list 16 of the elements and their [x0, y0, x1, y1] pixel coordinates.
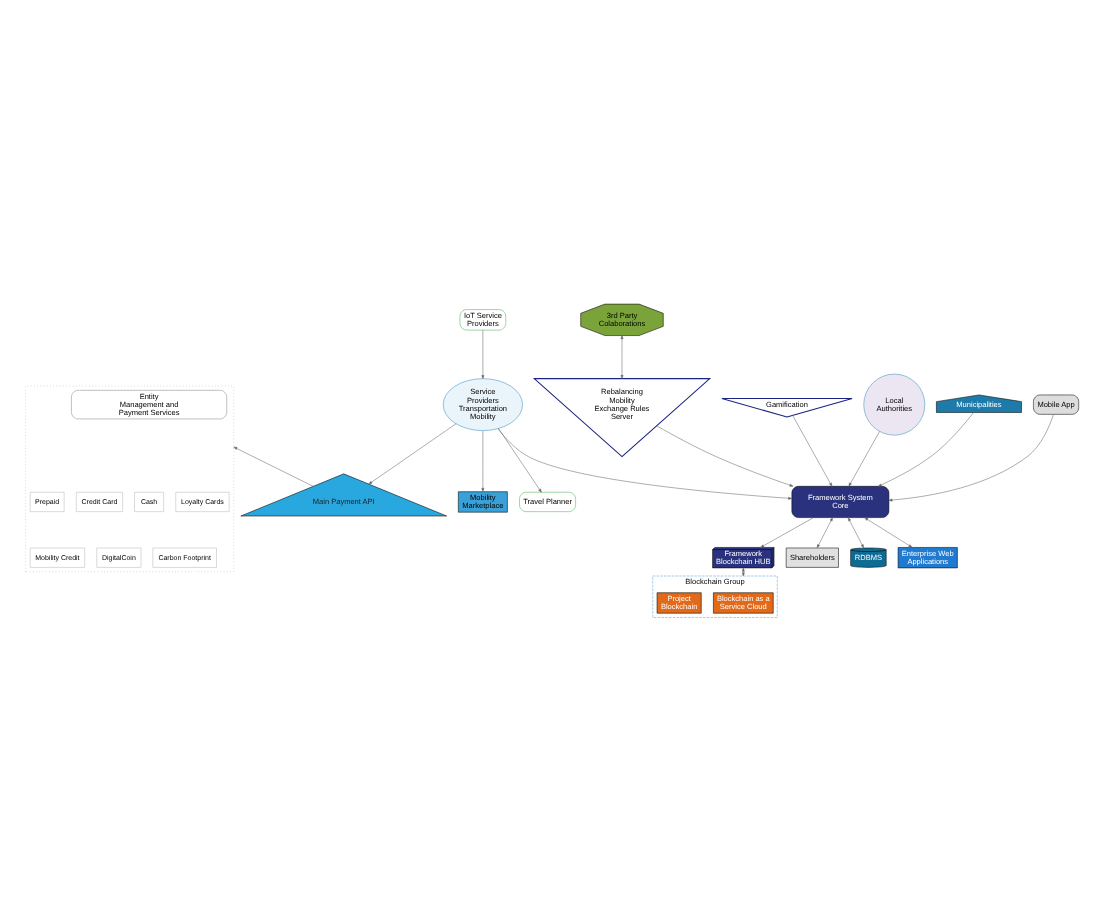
arrow: [498, 427, 542, 492]
arrow: [792, 414, 833, 486]
arrow: [481, 429, 485, 491]
arrow: [368, 422, 457, 484]
arrow: [848, 430, 880, 486]
arrow: [760, 516, 814, 547]
arrow: [878, 411, 974, 486]
arrow: [847, 516, 864, 548]
arrow: [481, 328, 485, 378]
arrow: [656, 424, 794, 486]
arrow: [233, 445, 314, 486]
arrow: [816, 516, 833, 548]
arrow: [620, 334, 624, 378]
arrow: [864, 516, 913, 547]
arrow: [888, 413, 1054, 501]
arrow: [497, 427, 793, 499]
